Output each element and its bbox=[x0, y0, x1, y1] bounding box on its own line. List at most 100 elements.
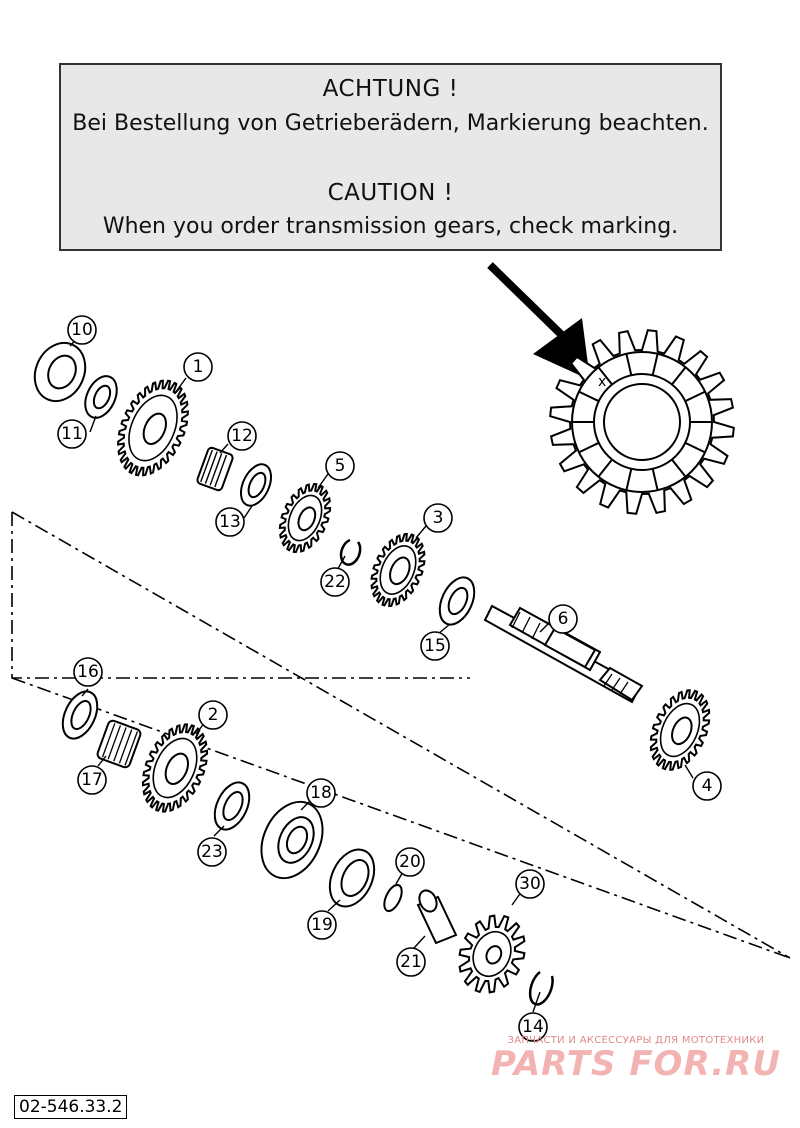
svg-text:19: 19 bbox=[311, 915, 333, 935]
callout-13: 13 bbox=[215, 507, 245, 537]
gear-spoke bbox=[625, 353, 633, 376]
gear-hub bbox=[379, 545, 417, 595]
reference-number: 02-546.33.2 bbox=[14, 1095, 128, 1119]
part-11-washer bbox=[84, 375, 118, 419]
part-18-bearing bbox=[260, 800, 324, 880]
svg-text:12: 12 bbox=[231, 426, 253, 446]
part-10-bearing bbox=[33, 341, 87, 403]
gear-hub bbox=[152, 737, 198, 799]
caution-title-en: CAUTION ! bbox=[327, 180, 454, 206]
part-1-gear bbox=[117, 379, 189, 477]
part-19-bearing bbox=[328, 848, 376, 908]
part-30-sprocket bbox=[458, 914, 526, 994]
caution-title-de: ACHTUNG ! bbox=[322, 76, 459, 102]
callout-2: 2 bbox=[198, 700, 228, 730]
svg-text:17: 17 bbox=[81, 770, 103, 790]
callout-6: 6 bbox=[548, 604, 578, 634]
gear-spoke bbox=[684, 390, 706, 403]
gear-spoke bbox=[597, 458, 613, 478]
part-4-gear bbox=[649, 689, 711, 771]
svg-text:15: 15 bbox=[424, 636, 446, 656]
part-21-bushing bbox=[416, 889, 458, 945]
callout-4: 4 bbox=[692, 771, 722, 801]
part-13-washer bbox=[239, 463, 273, 507]
gear-bore bbox=[671, 716, 693, 746]
svg-text:10: 10 bbox=[71, 320, 93, 340]
callout-18: 18 bbox=[306, 778, 336, 808]
gear-spoke bbox=[625, 468, 633, 491]
callout-1: 1 bbox=[183, 352, 213, 382]
part-17-needle-bearing bbox=[96, 719, 142, 769]
callout-17: 17 bbox=[77, 765, 107, 795]
svg-text:22: 22 bbox=[324, 572, 346, 592]
gear-spoke bbox=[578, 441, 600, 454]
svg-text:3: 3 bbox=[433, 508, 444, 528]
gear-spoke bbox=[671, 366, 687, 386]
gear-hub bbox=[659, 702, 701, 758]
callout-22: 22 bbox=[320, 567, 350, 597]
svg-text:1: 1 bbox=[193, 357, 204, 377]
svg-text:11: 11 bbox=[61, 424, 83, 444]
gear-hub bbox=[472, 931, 512, 977]
part-16-washer bbox=[61, 690, 99, 740]
gear-bore bbox=[164, 752, 189, 785]
gear-bore bbox=[389, 556, 411, 586]
svg-text:x: x bbox=[598, 374, 606, 390]
gear-spoke bbox=[597, 366, 613, 386]
caution-text-de: Bei Bestellung von Getrieberädern, Marki… bbox=[72, 111, 709, 136]
callout-11: 11 bbox=[57, 419, 87, 449]
part-6-shaft bbox=[483, 604, 644, 704]
gear-spoke bbox=[671, 458, 687, 478]
callout-20: 20 bbox=[395, 847, 425, 877]
part-14-circlip bbox=[528, 970, 554, 1006]
svg-text:4: 4 bbox=[702, 776, 713, 796]
caution-box: ACHTUNG ! Bei Bestellung von Getrieberäd… bbox=[59, 63, 722, 251]
part-2-gear bbox=[141, 723, 209, 813]
enclosure-line bbox=[11, 511, 791, 959]
svg-text:18: 18 bbox=[310, 783, 332, 803]
svg-text:16: 16 bbox=[77, 662, 99, 682]
svg-text:2: 2 bbox=[208, 705, 219, 725]
callout-15: 15 bbox=[420, 631, 450, 661]
callout-5: 5 bbox=[325, 451, 355, 481]
watermark-tagline: ЗАПЧАСТИ И АКСЕССУАРЫ ДЛЯ МОТОТЕХНИКИ bbox=[507, 1035, 765, 1046]
callout-21: 21 bbox=[396, 947, 426, 977]
gear-spoke bbox=[578, 390, 600, 403]
gear-bore bbox=[297, 506, 317, 532]
caution-text-en: When you order transmission gears, check… bbox=[102, 214, 679, 239]
callout-23: 23 bbox=[197, 837, 227, 867]
callout-30: 30 bbox=[515, 869, 545, 899]
part-22-circlip bbox=[339, 538, 362, 566]
callout-16: 16 bbox=[73, 657, 103, 687]
part-3-gear bbox=[370, 532, 426, 608]
callout-12: 12 bbox=[227, 421, 257, 451]
gear-spoke bbox=[684, 441, 706, 454]
svg-text:5: 5 bbox=[335, 456, 346, 476]
svg-text:6: 6 bbox=[558, 609, 569, 629]
gear-spoke bbox=[651, 468, 659, 491]
callout-10: 10 bbox=[67, 315, 97, 345]
watermark: ЗАПЧАСТИ И АКСЕССУАРЫ ДЛЯ МОТОТЕХНИКИ PA… bbox=[486, 1035, 786, 1084]
part-12-needle-bearing bbox=[196, 446, 234, 492]
callout-14: 14 bbox=[518, 1012, 548, 1042]
gear-hub bbox=[128, 394, 178, 462]
marking-detail-gear: x bbox=[549, 329, 735, 515]
gear-bore bbox=[485, 945, 503, 965]
svg-text:14: 14 bbox=[522, 1017, 544, 1037]
callout-19: 19 bbox=[307, 910, 337, 940]
svg-text:13: 13 bbox=[219, 512, 241, 532]
part-15-washer bbox=[438, 576, 476, 626]
svg-text:20: 20 bbox=[399, 852, 421, 872]
watermark-logo: PARTS FOR.RU bbox=[491, 1044, 781, 1084]
svg-text:30: 30 bbox=[519, 874, 541, 894]
callout-3: 3 bbox=[423, 503, 453, 533]
gear-spoke bbox=[651, 353, 659, 376]
svg-text:23: 23 bbox=[201, 842, 223, 862]
part-20-o-ring bbox=[383, 883, 403, 913]
gear-bore bbox=[142, 412, 167, 445]
part-23-washer bbox=[213, 781, 251, 831]
part-5-gear bbox=[278, 482, 332, 554]
gear-hub bbox=[287, 494, 323, 542]
svg-text:21: 21 bbox=[400, 952, 422, 972]
